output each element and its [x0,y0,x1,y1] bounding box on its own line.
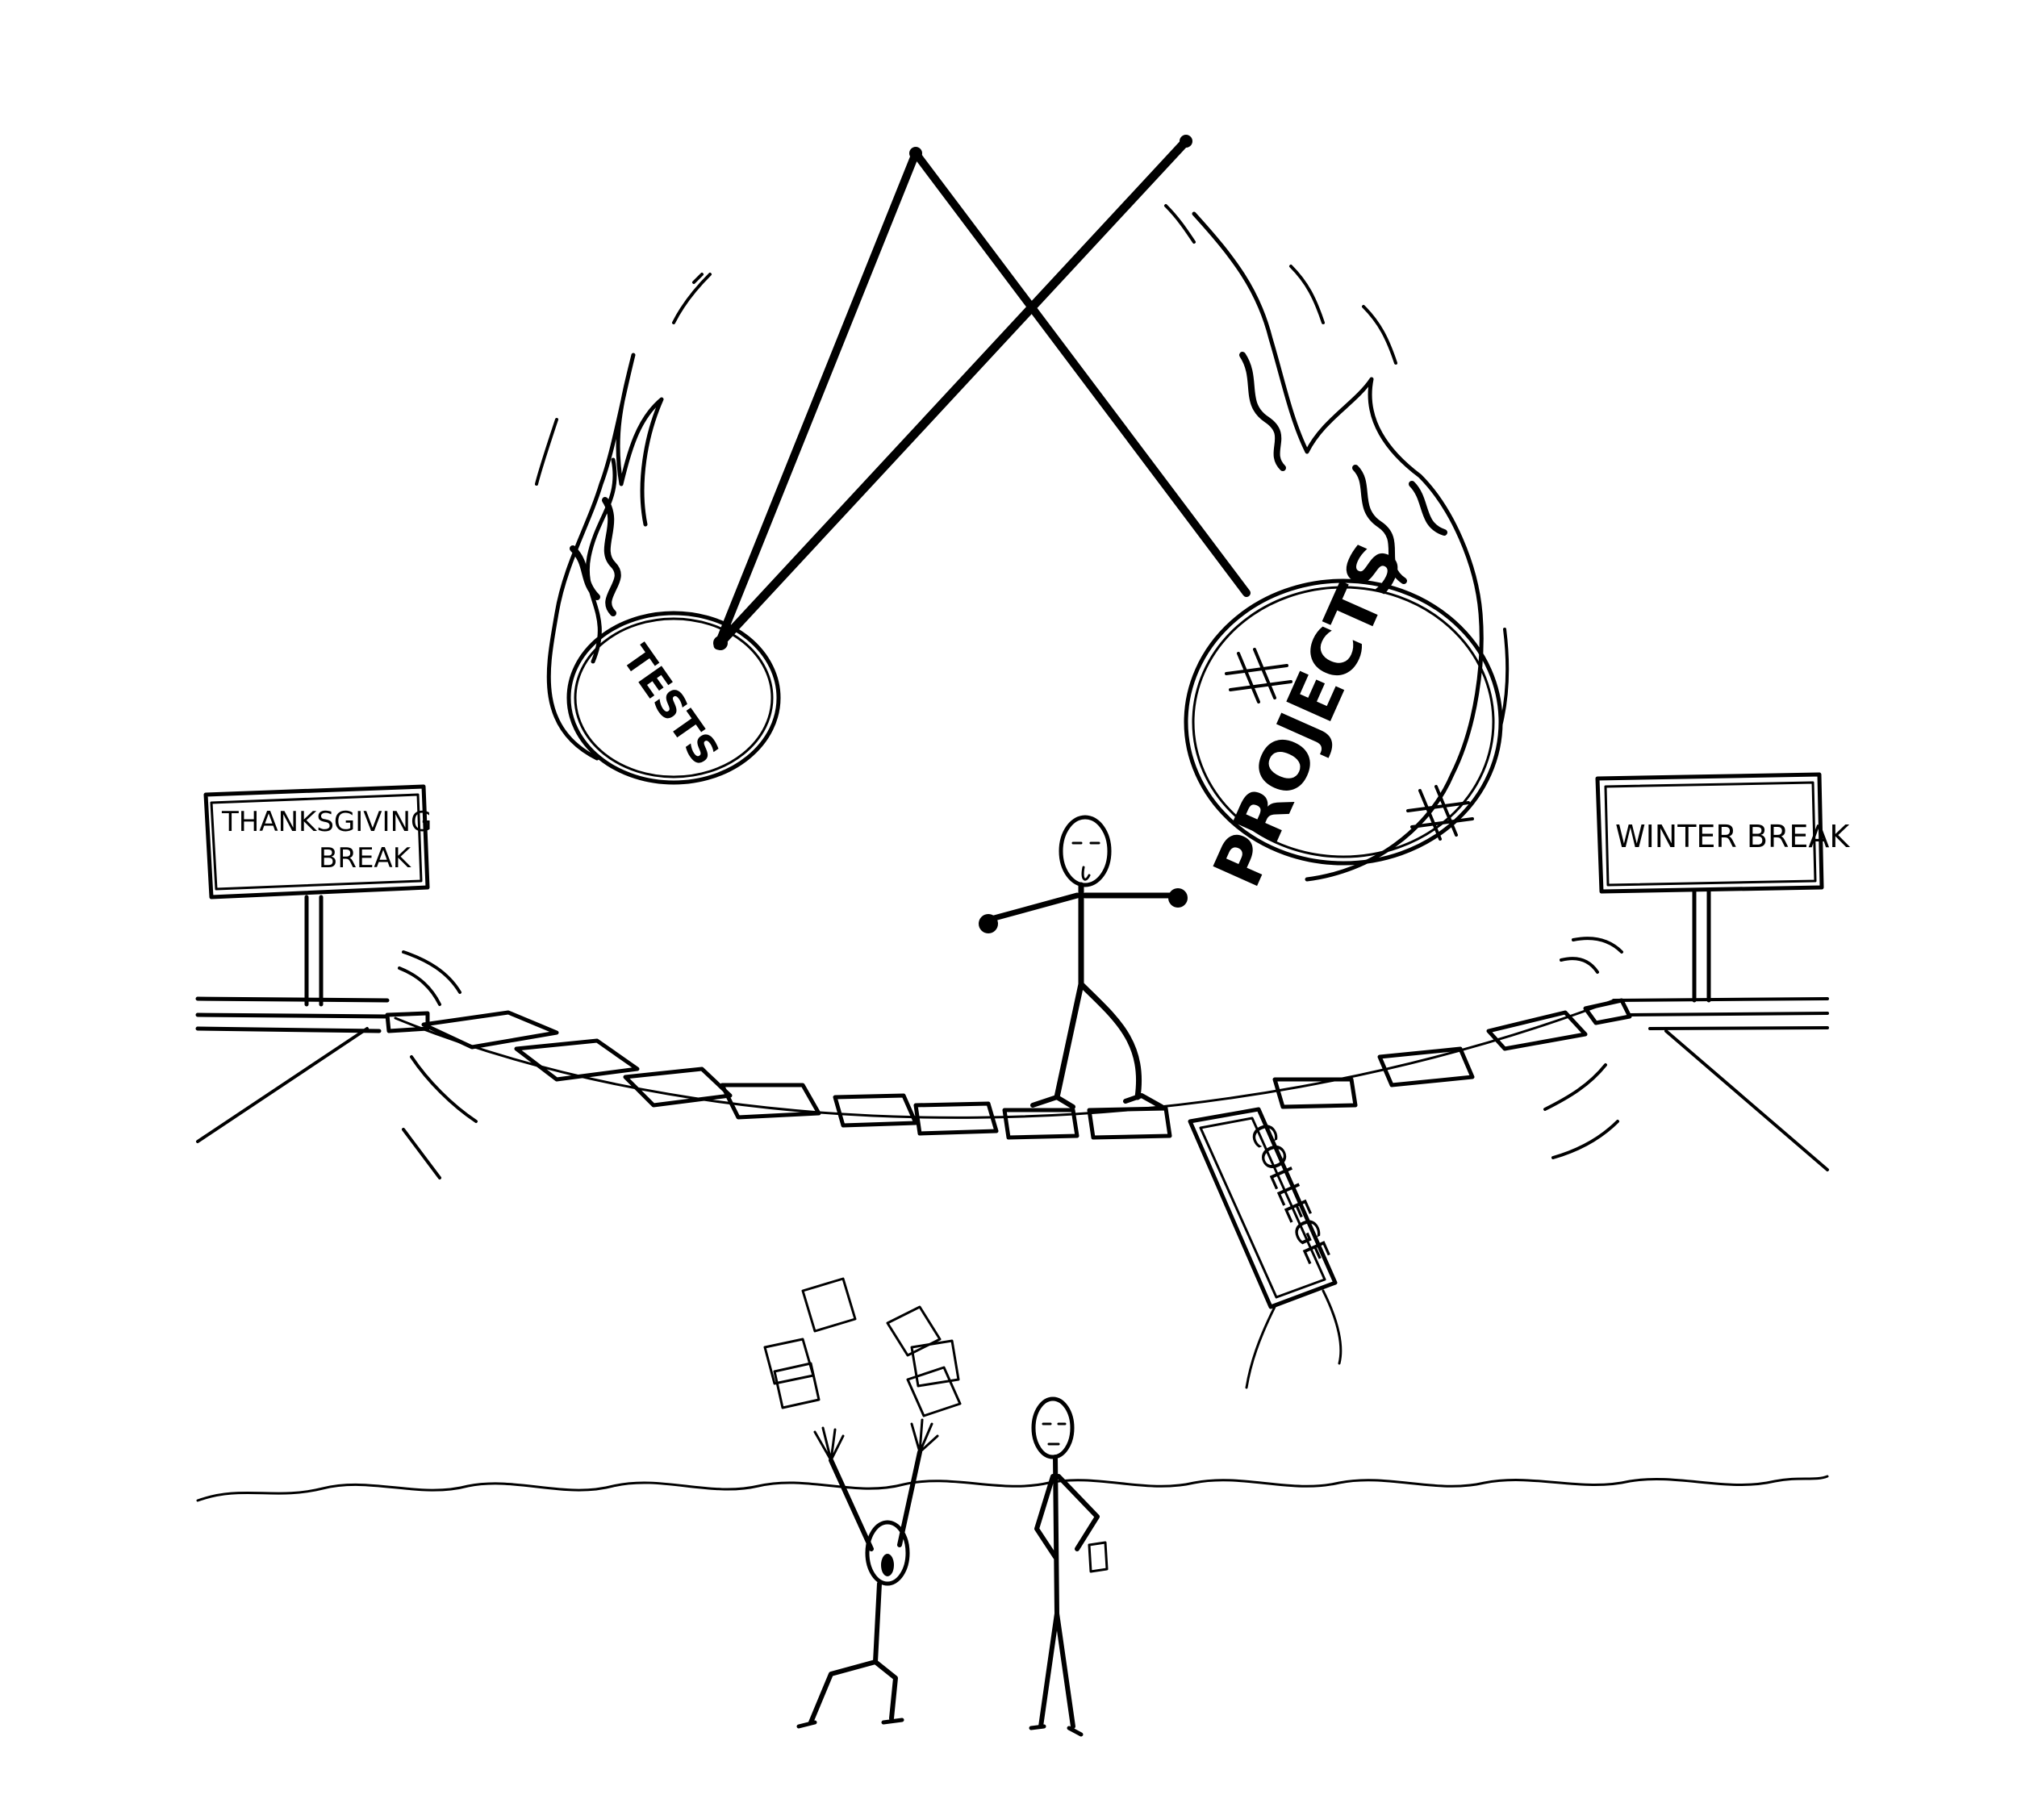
flying-papers [763,1277,962,1417]
tests-label: TESTS [613,637,728,774]
thanksgiving-break-sign: THANKSGIVING BREAK [203,784,432,1007]
winter-break-sign: WINTER BREAK [1595,772,1850,1003]
pendulum-poles [713,135,1251,650]
cliffs [195,937,1829,1179]
ground-line [196,1475,1829,1502]
sign-right-text: WINTER BREAK [1615,819,1850,854]
student-balancing-figure [979,815,1188,1109]
panicking-student-figure [796,1418,939,1729]
tests-wrecking-ball: TESTS [535,273,781,785]
college-banner: COLLEGE [1188,1107,1343,1389]
sign-left-line1: THANKSGIVING [221,806,432,838]
college-banner-text: COLLEGE [1242,1117,1336,1269]
disappointed-parent-figure [1029,1396,1109,1737]
projects-label: PROJECTS [1199,532,1418,898]
rope-bridge [385,998,1632,1140]
sign-left-line2: BREAK [319,842,412,875]
